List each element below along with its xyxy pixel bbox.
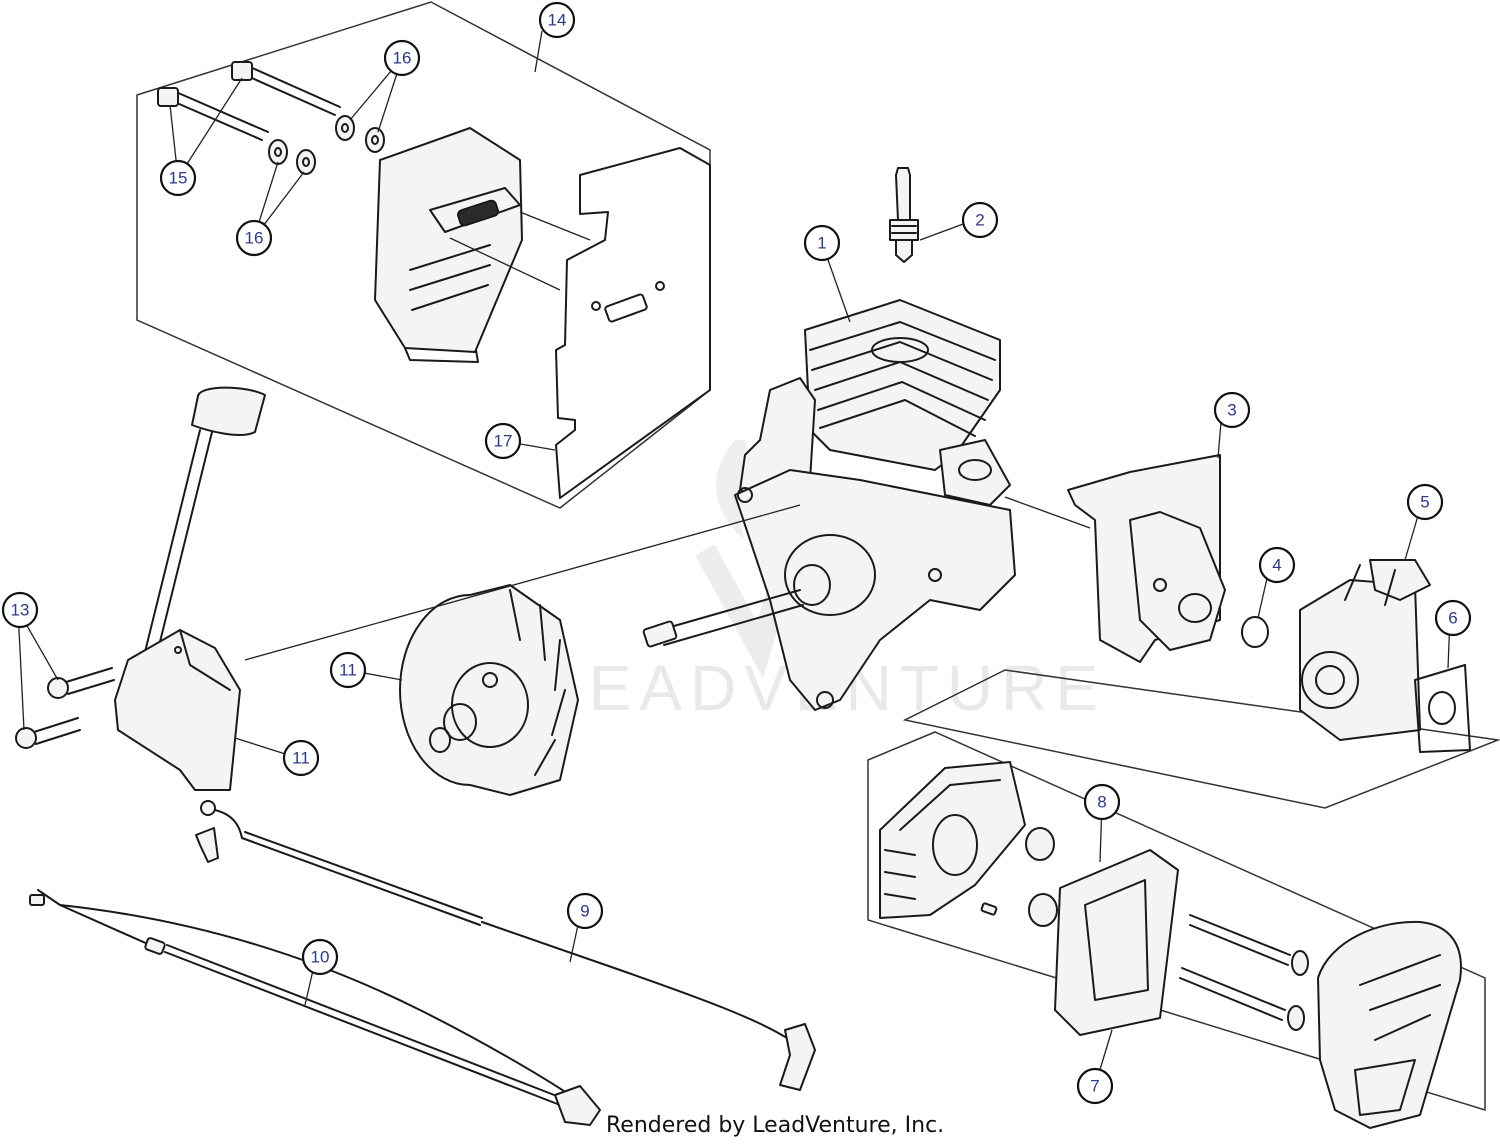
callout-4: 4 — [1258, 546, 1296, 584]
callout-16-top: 16 — [383, 39, 421, 77]
callout-10: 10 — [301, 938, 339, 976]
carb-gasket — [1414, 664, 1471, 753]
callout-5: 5 — [1406, 483, 1444, 521]
svg-text:5: 5 — [1420, 493, 1429, 512]
spark-plug — [889, 167, 919, 263]
callout-6: 6 — [1434, 599, 1472, 637]
svg-text:9: 9 — [580, 902, 589, 921]
svg-text:6: 6 — [1448, 609, 1457, 628]
leader-lines — [17, 30, 1451, 1087]
callout-17: 17 — [484, 422, 522, 460]
callout-14: 14 — [538, 1, 576, 39]
svg-text:7: 7 — [1090, 1077, 1099, 1096]
carburetor — [1299, 559, 1431, 741]
svg-text:15: 15 — [169, 169, 188, 188]
ignition-coil — [114, 386, 266, 791]
throttle-cable — [29, 889, 601, 1126]
svg-text:16: 16 — [245, 229, 264, 248]
svg-text:4: 4 — [1272, 556, 1281, 575]
callout-11-flywheel: 11 — [329, 651, 367, 689]
air-filter-cover-screws — [1179, 914, 1309, 1031]
carb-o-ring — [1241, 616, 1269, 648]
callout-1: 1 — [803, 224, 841, 262]
callout-11-coil: 11 — [282, 739, 320, 777]
svg-text:11: 11 — [292, 749, 310, 768]
callouts: 1 2 3 4 5 6 7 8 9 10 11 11 13 14 15 16 1… — [1, 1, 1472, 1105]
air-filter-group-box — [867, 731, 1486, 1112]
coil-screws — [15, 667, 115, 749]
flywheel — [399, 584, 579, 796]
callout-2: 2 — [961, 201, 999, 239]
svg-text:14: 14 — [548, 11, 567, 30]
callout-3: 3 — [1213, 391, 1251, 429]
svg-text:8: 8 — [1097, 793, 1106, 812]
intake-adapter — [1067, 454, 1226, 663]
svg-text:3: 3 — [1227, 401, 1236, 420]
air-filter-cover — [1317, 920, 1462, 1129]
svg-text:13: 13 — [11, 601, 30, 620]
svg-text:10: 10 — [311, 948, 330, 967]
muffler-gasket — [555, 147, 711, 499]
svg-text:2: 2 — [975, 211, 984, 230]
air-filter-base — [879, 761, 1026, 919]
callout-13: 13 — [1, 591, 39, 629]
callout-9: 9 — [566, 892, 604, 930]
callout-8: 8 — [1083, 783, 1121, 821]
stop-switch-wire — [195, 800, 816, 1091]
muffler-washers — [268, 115, 385, 175]
svg-text:11: 11 — [339, 661, 357, 680]
render-credit: Rendered by LeadVenture, Inc. — [606, 1113, 945, 1138]
engine-block — [642, 299, 1016, 711]
air-filter-spacers — [980, 827, 1058, 927]
svg-text:16: 16 — [393, 49, 412, 68]
callout-7: 7 — [1076, 1067, 1114, 1105]
callout-16-bottom: 16 — [235, 219, 273, 257]
callout-15: 15 — [159, 159, 197, 197]
svg-text:17: 17 — [494, 432, 513, 451]
svg-text:1: 1 — [817, 234, 826, 253]
muffler — [374, 127, 523, 363]
muffler-bolts — [157, 61, 341, 141]
air-filter-element — [1054, 849, 1179, 1036]
